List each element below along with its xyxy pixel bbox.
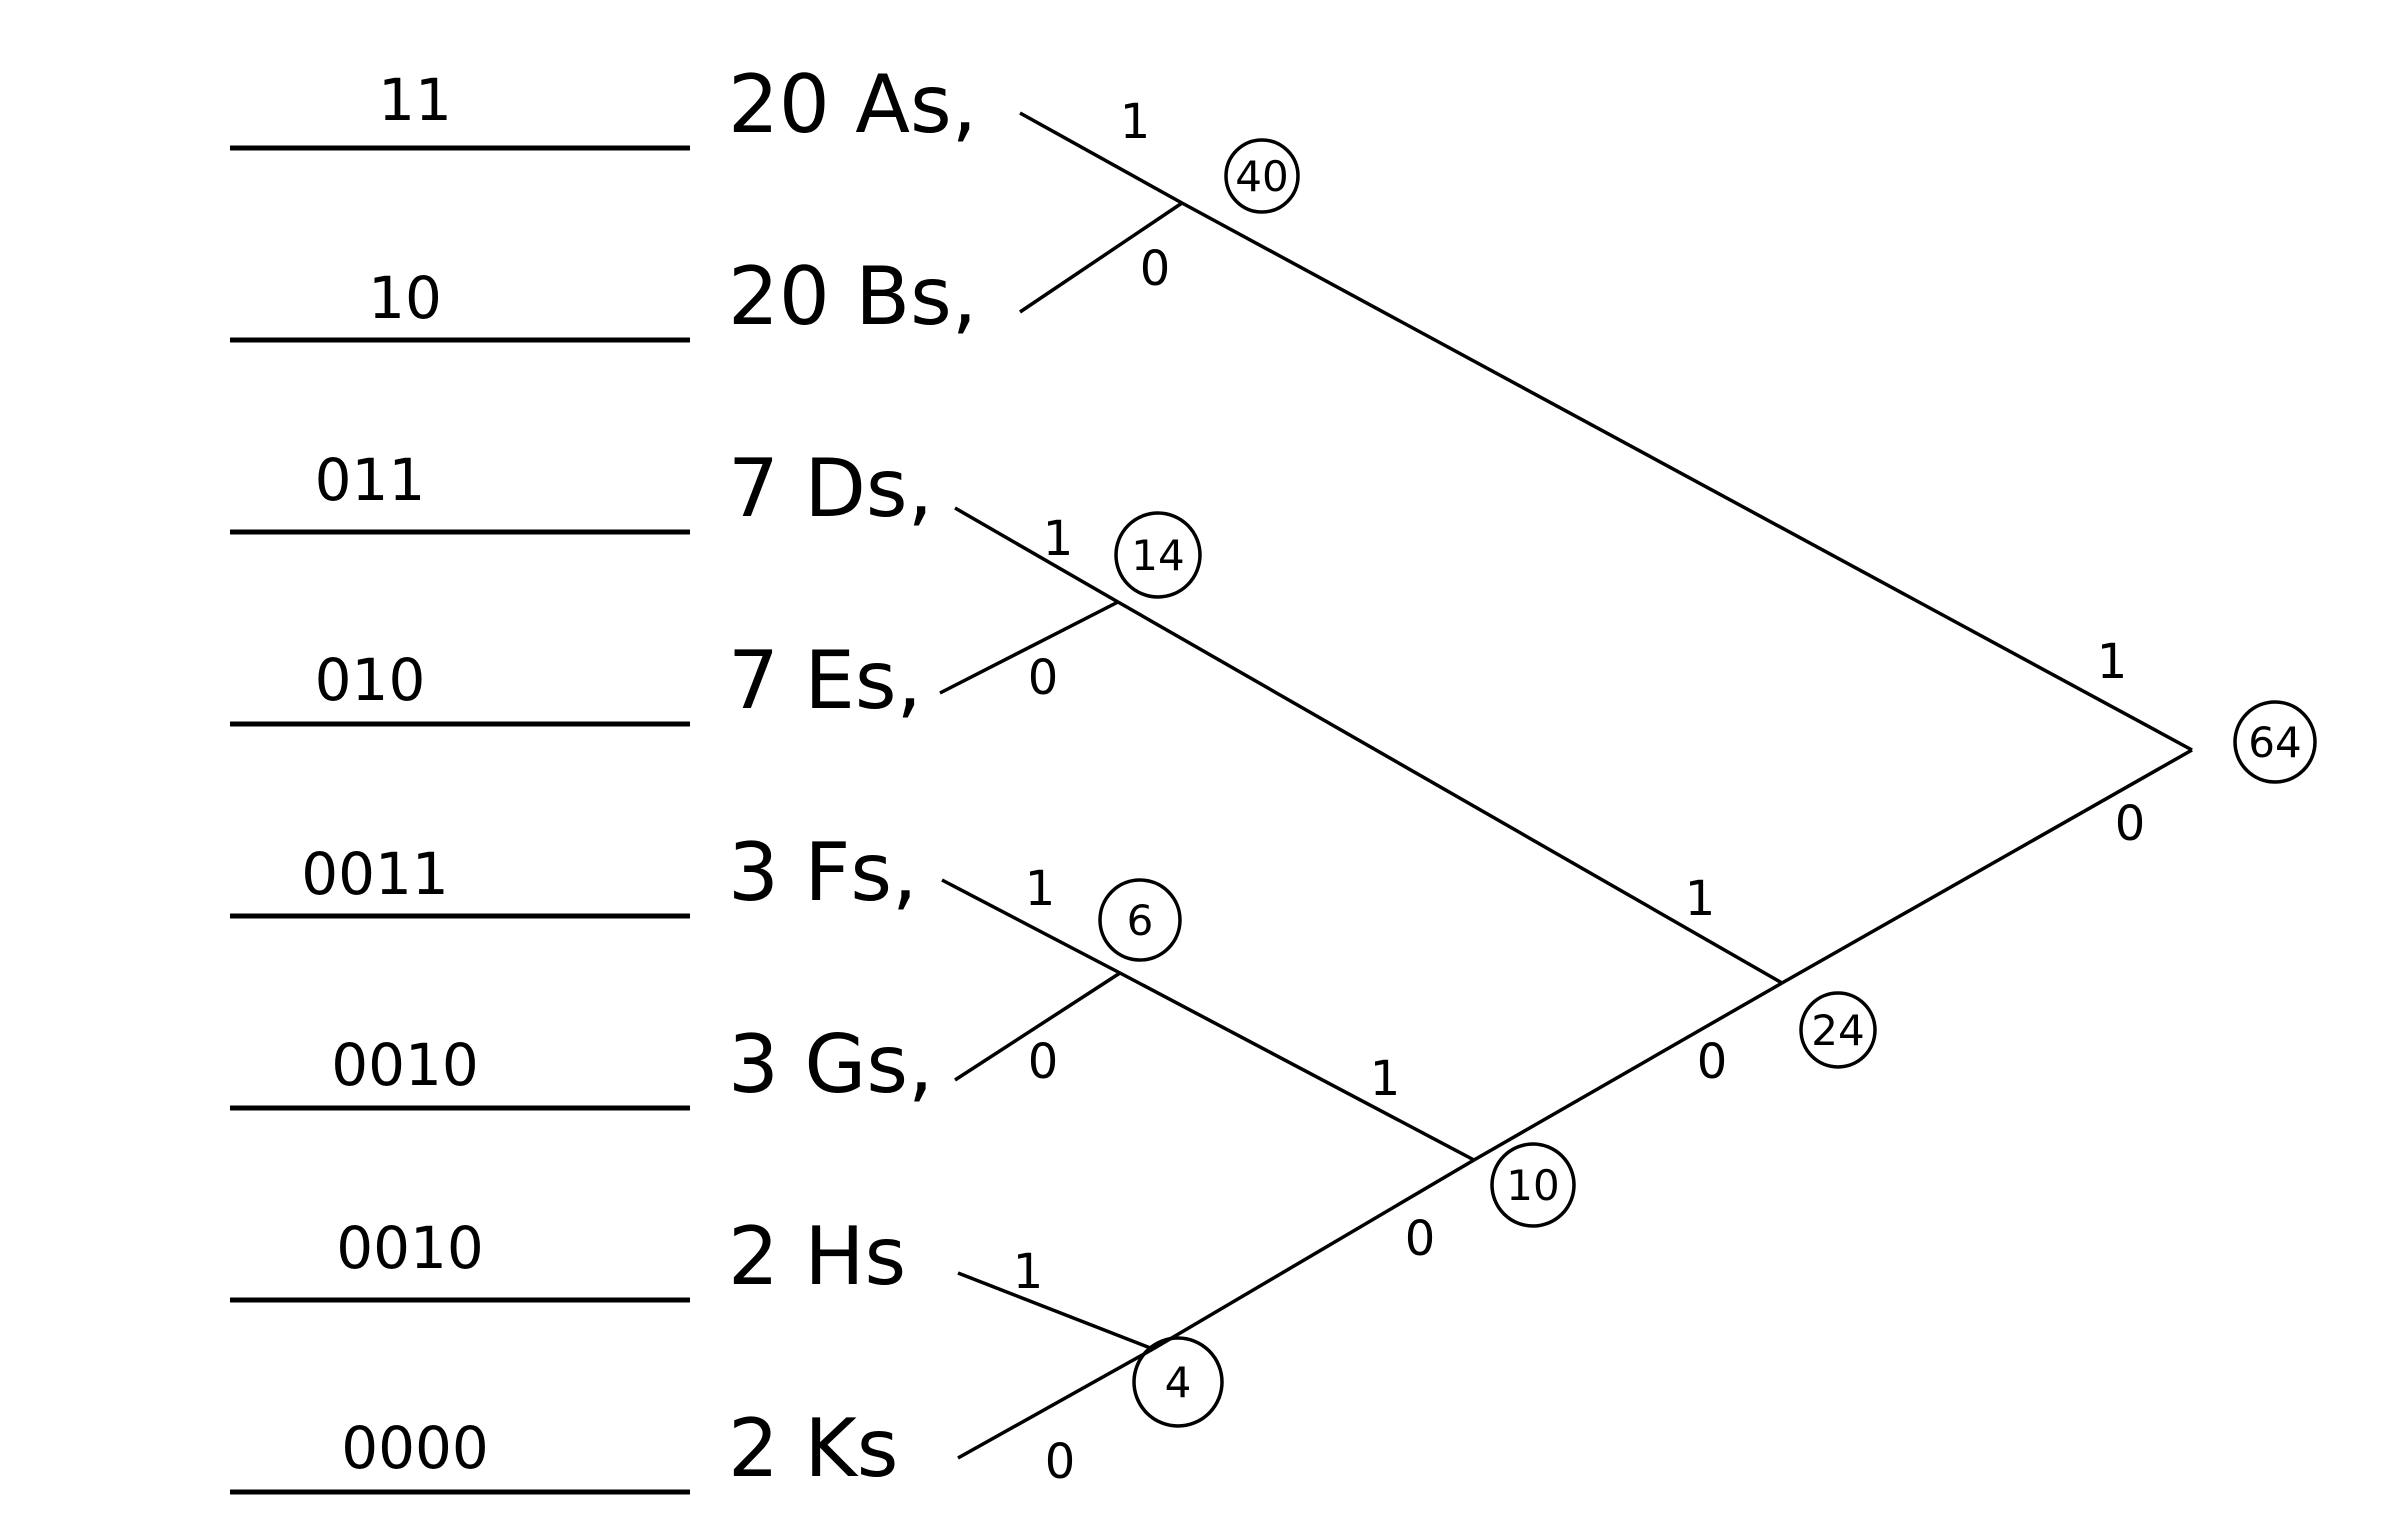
row-label-f: 3 Fs, (728, 826, 917, 919)
row-e: 010 7 Es, (230, 634, 922, 727)
row-label-k: 2 Ks (728, 1402, 898, 1495)
node-circle (2233, 700, 2317, 784)
row-h: 0010 2 Hs (230, 1210, 906, 1303)
edge-k (957, 1347, 1154, 1460)
node-circle (1224, 138, 1300, 214)
edge-h (957, 1271, 1154, 1351)
edge-ab-up (1181, 201, 2193, 752)
row-label-b: 20 Bs, (728, 250, 977, 343)
branch-label-f: 1 (1025, 861, 1056, 917)
edge-fg-up (1119, 971, 1475, 1162)
code-k: 0000 (341, 1414, 489, 1482)
edge-a (1019, 111, 1183, 205)
node-circle (1132, 1336, 1224, 1428)
edge-de-up (1117, 600, 1783, 985)
tree-edges (939, 111, 2193, 1460)
branch-label-de-up: 1 (1685, 871, 1716, 927)
branch-label-e: 0 (1028, 650, 1059, 706)
code-h: 0010 (336, 1214, 484, 1282)
node-low: 24 (1799, 991, 1877, 1069)
branch-label-d: 1 (1043, 511, 1074, 567)
edge-g (954, 971, 1121, 1082)
node-value-fg: 6 (1127, 896, 1154, 945)
node-value-root: 64 (2248, 718, 2301, 767)
branch-label-h: 1 (1013, 1244, 1044, 1300)
node-hk: 4 (1132, 1336, 1224, 1428)
code-d: 011 (315, 446, 426, 514)
row-k: 0000 2 Ks (230, 1402, 898, 1495)
node-circle (1114, 511, 1202, 599)
code-e: 010 (315, 646, 426, 714)
branch-label-k: 0 (1045, 1434, 1076, 1490)
branch-label-low-down: 0 (2115, 796, 2146, 852)
node-ab: 40 (1224, 138, 1300, 214)
row-label-g: 3 Gs, (728, 1018, 933, 1111)
branch-label-a: 1 (1120, 94, 1151, 150)
code-f: 0011 (301, 840, 449, 908)
node-de: 14 (1114, 511, 1202, 599)
edge-f (941, 878, 1121, 975)
branch-label-g: 0 (1028, 1034, 1059, 1090)
node-value-ab: 40 (1235, 152, 1288, 201)
row-label-d: 7 Ds, (728, 442, 933, 535)
node-circle (1799, 991, 1877, 1069)
row-label-e: 7 Es, (728, 634, 922, 727)
row-a: 11 20 As, (230, 58, 977, 151)
code-g: 0010 (331, 1031, 479, 1099)
edge-b (1019, 201, 1183, 314)
edge-e (939, 600, 1119, 695)
node-value-hk: 4 (1165, 1358, 1192, 1407)
code-b: 10 (368, 264, 442, 332)
branch-label-fghk-down: 0 (1697, 1034, 1728, 1090)
branch-label-hk-down: 0 (1405, 1211, 1436, 1267)
node-value-low: 24 (1811, 1006, 1864, 1055)
row-g: 0010 3 Gs, (230, 1018, 933, 1111)
row-label-a: 20 As, (728, 58, 977, 151)
branch-label-fg-up: 1 (1370, 1051, 1401, 1107)
code-a: 11 (378, 66, 452, 134)
row-f: 0011 3 Fs, (230, 826, 917, 919)
node-circle (1490, 1142, 1576, 1228)
node-root: 64 (2233, 700, 2317, 784)
node-fghk: 10 (1490, 1142, 1576, 1228)
row-label-h: 2 Hs (728, 1210, 906, 1303)
row-d: 011 7 Ds, (230, 442, 933, 535)
edge-low-down (1781, 748, 2193, 985)
node-value-fghk: 10 (1506, 1161, 1559, 1210)
edge-d (954, 506, 1119, 604)
branch-labels: 1 0 1 0 1 0 1 0 1 0 1 0 1 0 (1013, 94, 2146, 1490)
edge-hk-down (1152, 1158, 1475, 1351)
branch-label-b: 0 (1140, 241, 1171, 297)
branch-label-ab-up: 1 (2097, 634, 2128, 690)
node-fg: 6 (1098, 878, 1182, 962)
edge-fghk-down (1473, 981, 1783, 1162)
row-b: 10 20 Bs, (230, 250, 977, 343)
node-value-de: 14 (1131, 531, 1184, 580)
node-circle (1098, 878, 1182, 962)
tree-nodes: 40 14 6 4 10 24 64 (1098, 138, 2317, 1428)
